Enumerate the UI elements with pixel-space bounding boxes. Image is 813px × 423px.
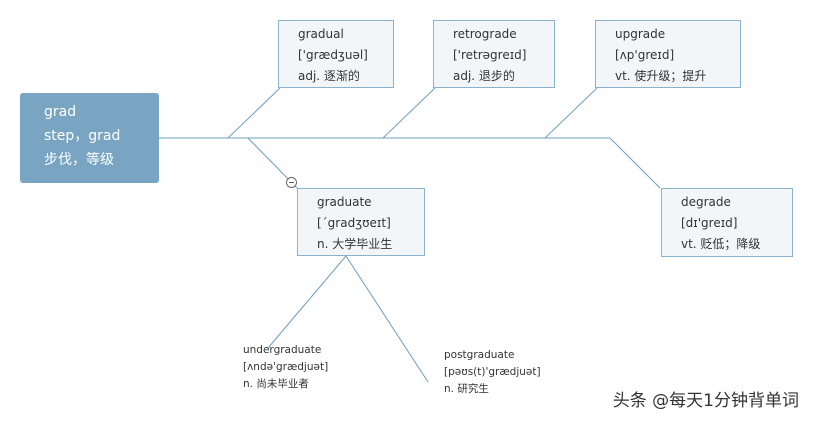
node-phonetic: [pəʊs(t)'grædjuət] — [444, 366, 541, 378]
node-word: degrade — [681, 195, 731, 209]
node-meaning: adj. 退步的 — [453, 69, 515, 83]
root-word: grad — [44, 104, 77, 120]
node-word: postgraduate — [444, 349, 515, 361]
watermark: 头条 @每天1分钟背单词 — [612, 391, 799, 411]
node-phonetic: [ʌp'greɪd] — [615, 48, 675, 62]
root-node-grad[interactable]: grad step，grad 步伐，等级 — [20, 93, 159, 183]
node-meaning: n. 研究生 — [444, 383, 489, 395]
node-phonetic: ['retrəgreɪd] — [453, 48, 527, 62]
root-meaning-cn: 步伐，等级 — [44, 152, 114, 168]
node-degrade[interactable]: degrade [dɪ'greɪd] vt. 贬低；降级 — [661, 188, 793, 257]
node-meaning: n. 尚未毕业者 — [243, 378, 309, 390]
root-meaning-en: step，grad — [44, 128, 121, 144]
node-word: upgrade — [615, 27, 666, 41]
node-word: undergraduate — [243, 344, 322, 356]
node-word: retrograde — [453, 27, 517, 41]
node-undergraduate[interactable]: undergraduate [ʌndə'grædjuət] n. 尚未毕业者 — [243, 342, 328, 393]
node-word: graduate — [317, 195, 372, 209]
node-phonetic: [dɪ'greɪd] — [681, 216, 738, 230]
node-meaning: adj. 逐渐的 — [298, 69, 360, 83]
node-phonetic: [ˊgradʒʊeɪt] — [317, 216, 391, 230]
node-gradual[interactable]: gradual ['grædʒuəl] adj. 逐渐的 — [278, 20, 394, 88]
node-graduate[interactable]: graduate [ˊgradʒʊeɪt] n. 大学毕业生 — [297, 188, 425, 256]
node-phonetic: ['grædʒuəl] — [298, 48, 368, 62]
collapse-toggle-icon[interactable] — [286, 177, 297, 188]
node-meaning: vt. 贬低；降级 — [681, 237, 761, 251]
node-word: gradual — [298, 27, 344, 41]
node-retrograde[interactable]: retrograde ['retrəgreɪd] adj. 退步的 — [433, 20, 555, 88]
node-meaning: n. 大学毕业生 — [317, 237, 393, 251]
node-meaning: vt. 使升级；提升 — [615, 69, 707, 83]
node-postgraduate[interactable]: postgraduate [pəʊs(t)'grædjuət] n. 研究生 — [444, 347, 541, 398]
node-upgrade[interactable]: upgrade [ʌp'greɪd] vt. 使升级；提升 — [595, 20, 741, 88]
node-phonetic: [ʌndə'grædjuət] — [243, 361, 329, 373]
